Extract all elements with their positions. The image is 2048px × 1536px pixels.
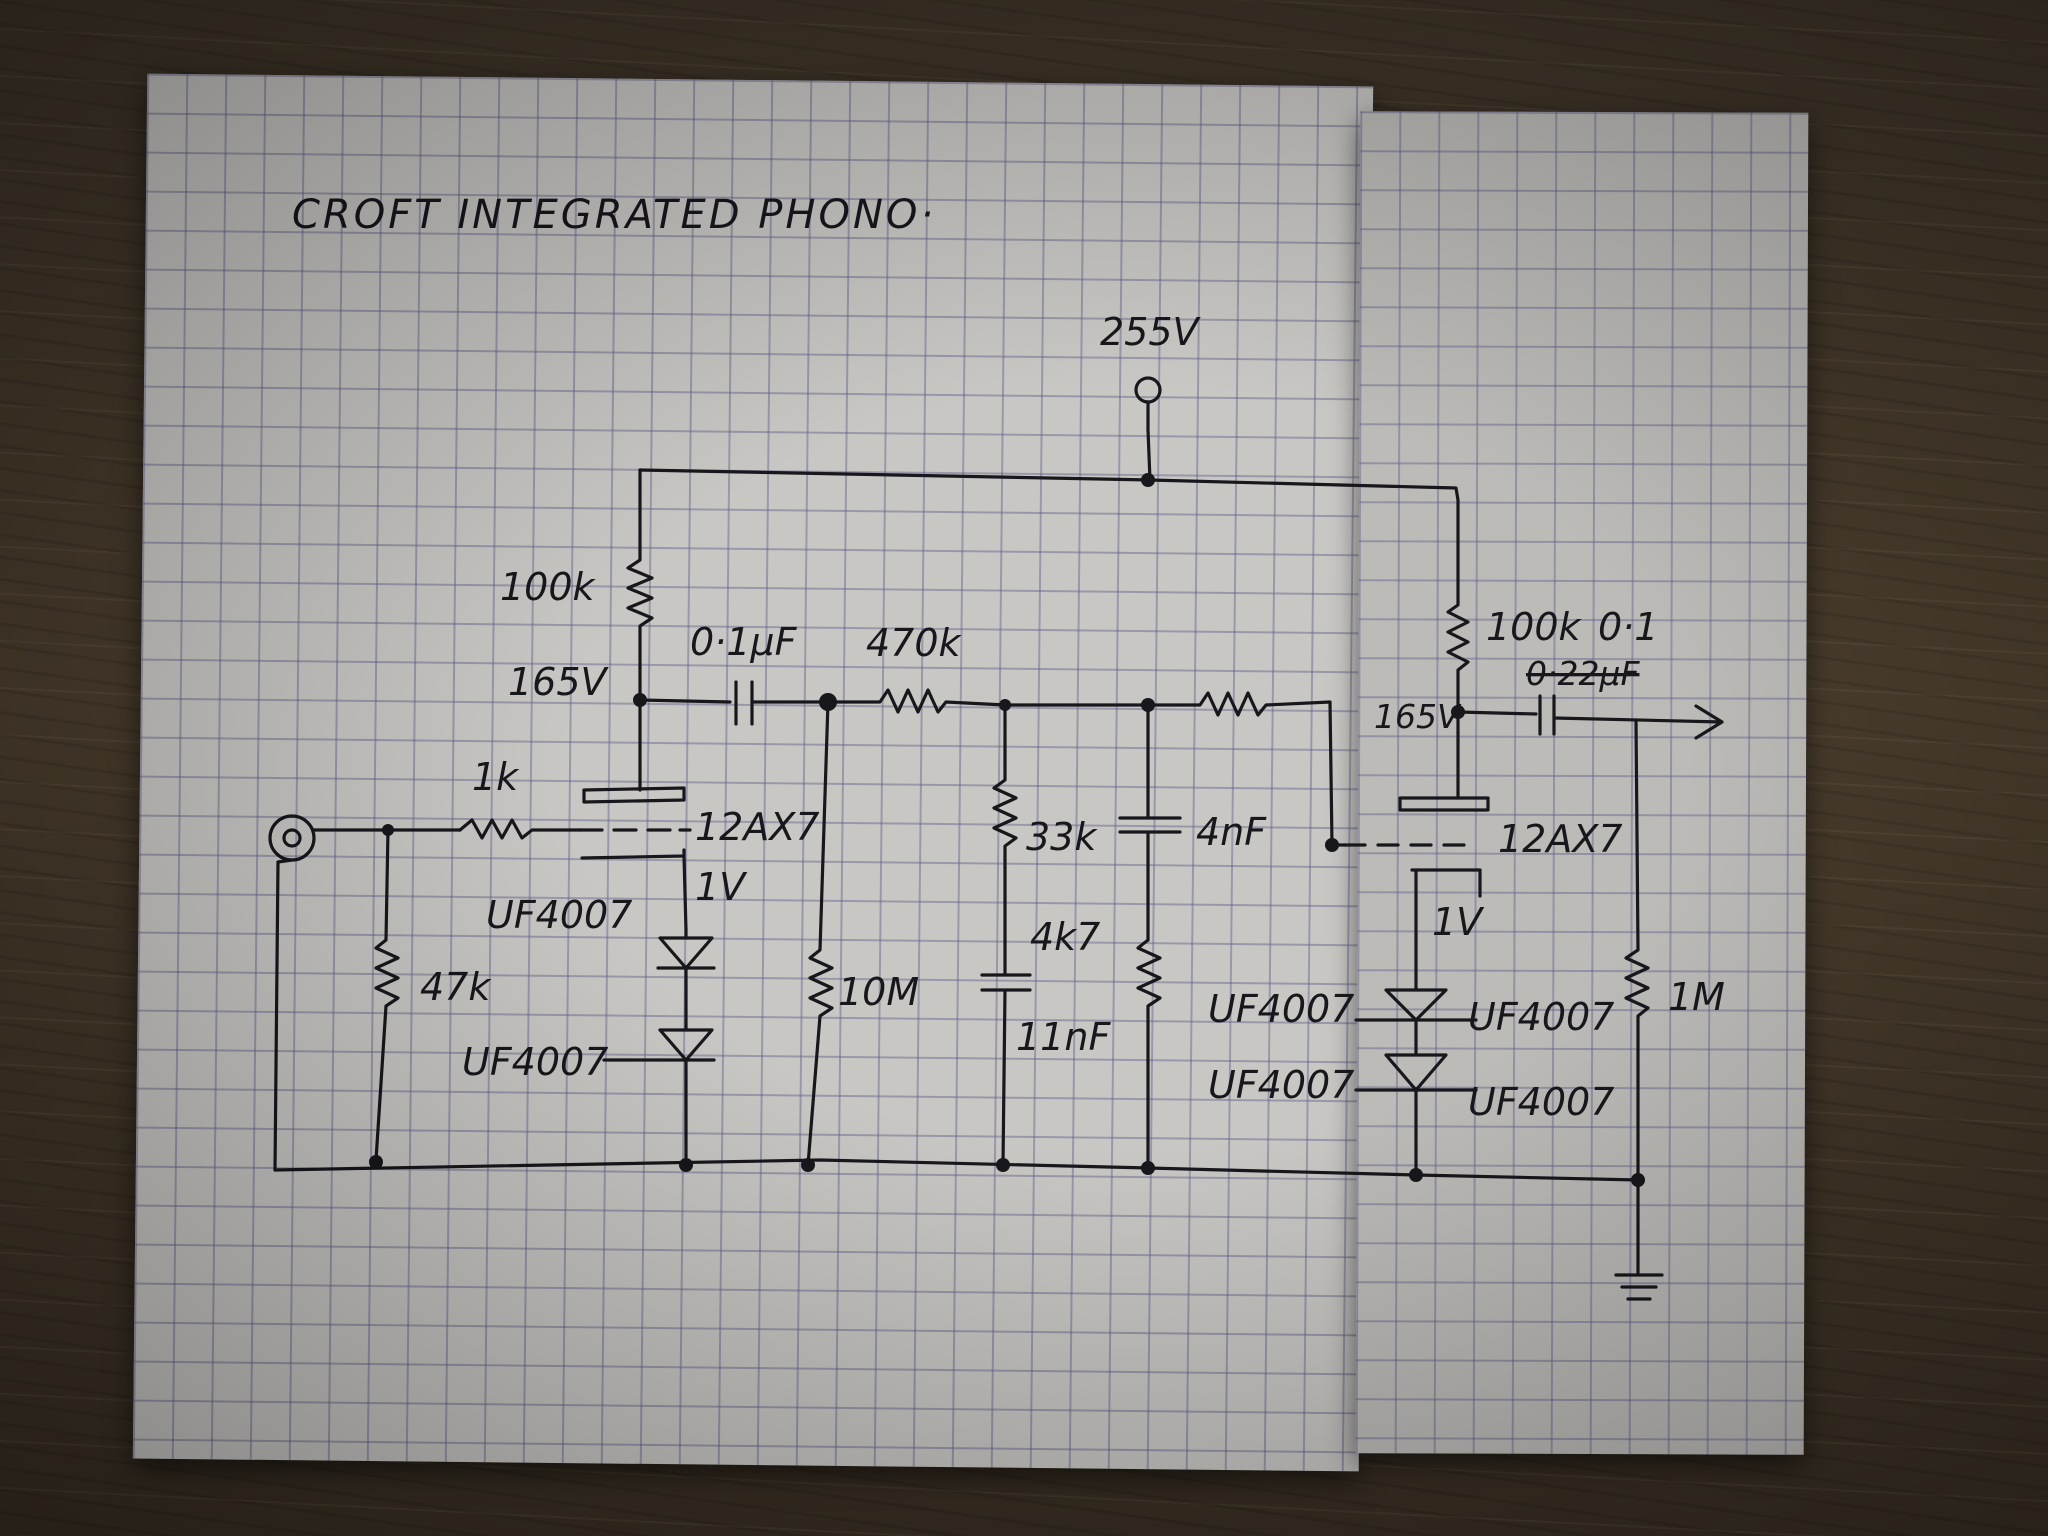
riaa-resistor-4k7 — [1136, 938, 1162, 1170]
stage1-diode-top-label: UF4007 — [486, 893, 632, 937]
grid-leak-label: 10M — [838, 970, 919, 1014]
riaa-cap-11nf-label: 11nF — [1016, 1015, 1111, 1059]
stage1-cathode-voltage-label: 1V — [695, 865, 748, 909]
stage1-plate-resistor — [626, 468, 654, 702]
riaa-cap-4nf-label: 4nF — [1196, 810, 1267, 854]
riaa-shunt-resistor-33k — [992, 703, 1018, 977]
riaa-series-resistor — [1146, 691, 1334, 847]
stage2-cathode-voltage-label: 1V — [1432, 900, 1485, 944]
series-resistor-label: 470k — [866, 621, 963, 665]
stage2-cathode-diode-bottom — [1354, 1053, 1478, 1092]
stage1-plate-line — [638, 698, 732, 704]
stage1-plate-voltage-label: 165V — [508, 660, 610, 704]
stage2-cathode-diode-top — [1354, 988, 1478, 1022]
stage2-plate-voltage-label: 165V — [1374, 697, 1462, 736]
stage2-output-cap-label: 0·1 — [1598, 605, 1658, 649]
stage1-cathode-diode-bottom — [602, 1028, 716, 1062]
b-plus-rail — [638, 468, 1460, 502]
stage2-diode-right-top-label: UF4007 — [1468, 995, 1614, 1039]
ground-symbol — [1614, 1178, 1664, 1301]
output-arrow — [1552, 704, 1724, 740]
stage2-diode-right-bottom-label: UF4007 — [1468, 1080, 1614, 1124]
stage2-diode-left-bottom-label: UF4007 — [1208, 1063, 1354, 1107]
stage2-output-capacitor — [1538, 694, 1556, 736]
stage2-output-line — [1456, 710, 1538, 716]
supply-voltage-label: 255V — [1100, 310, 1202, 354]
riaa-resistor-4k7-label: 4k7 — [1030, 915, 1100, 959]
riaa-cap-4nf — [1118, 703, 1182, 942]
stage1-grid-resistor-label: 1k — [472, 755, 520, 799]
coupling-cap-label: 0·1μF — [690, 620, 798, 664]
input-resistor-47k — [374, 828, 400, 1162]
ground-rail — [273, 1158, 1640, 1182]
series-resistor-470k — [826, 688, 1007, 714]
stage2-plate-resistor-label: 100k — [1486, 605, 1583, 649]
stage2-output-cap-struck-label: 0·22μF — [1526, 654, 1640, 693]
input-jack — [268, 814, 316, 1172]
stage2-diode-left-top-label: UF4007 — [1208, 987, 1354, 1031]
schematic-title: CROFT INTEGRATED PHONO· — [292, 192, 936, 238]
stage2-tube-label: 12AX7 — [1498, 817, 1623, 861]
stage1-tube-label: 12AX7 — [695, 805, 820, 849]
supply-terminal — [1134, 376, 1162, 482]
stage1-grid-resistor — [458, 818, 582, 840]
output-resistor-label: 1M — [1668, 975, 1725, 1019]
stage1-diode-bottom-label: UF4007 — [462, 1040, 608, 1084]
riaa-cap-11nf — [980, 973, 1032, 1167]
input-resistor-label: 47k — [420, 965, 492, 1009]
grid-leak-resistor-10m — [806, 700, 834, 1167]
stage1-cathode-diode-top — [656, 928, 716, 970]
stage2-tube-12ax7 — [1398, 710, 1490, 942]
coupling-capacitor — [734, 680, 754, 726]
junction-dots — [369, 473, 1645, 1187]
output-resistor-1m — [1624, 718, 1650, 1182]
stage1-plate-resistor-label: 100k — [500, 565, 597, 609]
stage2-plate-resistor — [1446, 498, 1470, 714]
riaa-shunt-resistor-label: 33k — [1026, 815, 1098, 859]
stage1-tube-12ax7 — [578, 698, 692, 932]
